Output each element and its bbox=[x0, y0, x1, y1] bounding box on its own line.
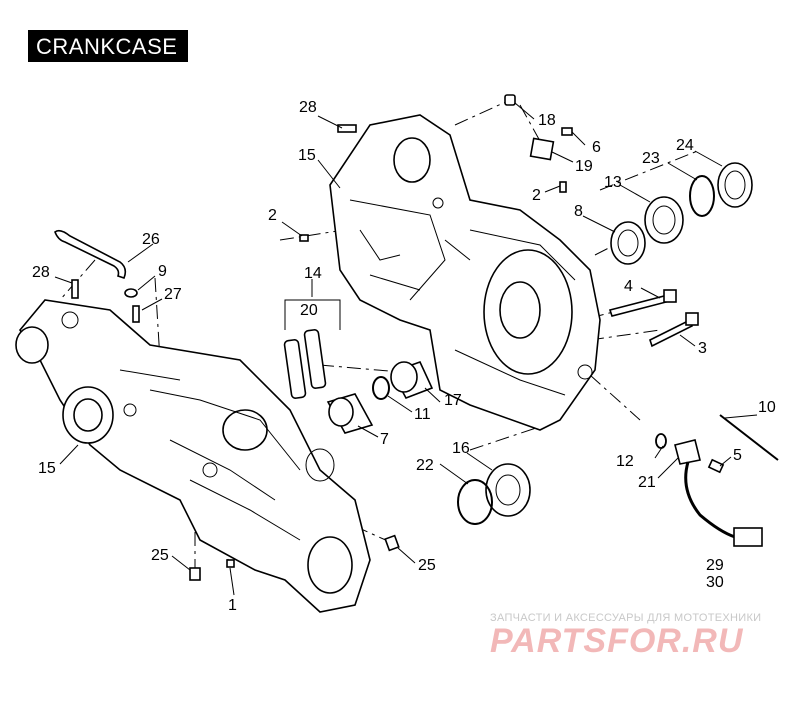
callout-15-left: 15 bbox=[38, 460, 56, 477]
callout-2: 2 bbox=[268, 207, 277, 224]
leader-lines bbox=[54, 102, 758, 596]
fitting-27 bbox=[132, 305, 140, 323]
callout-labels: 28 15 2 18 6 19 2 8 13 23 24 4 3 10 12 5… bbox=[32, 99, 776, 614]
callout-7: 7 bbox=[380, 431, 389, 448]
screw-6 bbox=[561, 127, 573, 136]
callout-2b: 2 bbox=[532, 187, 541, 204]
callout-11: 11 bbox=[414, 406, 431, 423]
callout-3: 3 bbox=[698, 340, 707, 357]
plug-25-right bbox=[384, 534, 400, 552]
callout-19: 19 bbox=[575, 158, 593, 175]
bolt-3 bbox=[649, 318, 693, 348]
callout-4: 4 bbox=[624, 278, 633, 295]
connector-29 bbox=[733, 527, 763, 547]
plate-b bbox=[303, 329, 327, 389]
callout-16: 16 bbox=[452, 440, 470, 457]
callout-21: 21 bbox=[638, 474, 656, 491]
bolt-4 bbox=[608, 294, 672, 317]
right-crankcase-half bbox=[329, 114, 601, 431]
screw-5 bbox=[707, 458, 725, 474]
callout-29: 29 bbox=[706, 557, 724, 574]
callout-15: 15 bbox=[298, 147, 316, 164]
page-title: CRANKCASE bbox=[36, 34, 178, 59]
fitting-right bbox=[337, 124, 357, 133]
callout-6: 6 bbox=[592, 139, 601, 156]
plate-a bbox=[283, 339, 307, 399]
callout-8: 8 bbox=[574, 203, 583, 220]
dowel-right bbox=[559, 181, 567, 193]
breather-hose bbox=[54, 229, 127, 279]
callout-9: 9 bbox=[158, 263, 167, 280]
callout-20: 20 bbox=[300, 302, 318, 319]
watermark-logo: PARTSFOR.RU bbox=[490, 622, 744, 660]
callout-27: 27 bbox=[164, 286, 182, 303]
dowel-1 bbox=[226, 559, 235, 568]
callout-22: 22 bbox=[416, 457, 434, 474]
bearing-13 bbox=[644, 196, 684, 244]
dowel-left bbox=[299, 234, 309, 242]
callout-28-left: 28 bbox=[32, 264, 50, 281]
seal-8 bbox=[610, 221, 646, 265]
callout-30: 30 bbox=[706, 574, 724, 591]
callout-26: 26 bbox=[142, 231, 160, 248]
callout-17: 17 bbox=[444, 392, 462, 409]
callout-25-left: 25 bbox=[151, 547, 169, 564]
callout-25-right: 25 bbox=[418, 557, 436, 574]
race-24 bbox=[717, 162, 753, 208]
callout-10: 10 bbox=[758, 399, 776, 416]
callout-14: 14 bbox=[304, 265, 322, 282]
title-banner: CRANKCASE bbox=[28, 30, 188, 62]
callout-24: 24 bbox=[676, 137, 694, 154]
callout-13: 13 bbox=[604, 174, 622, 191]
watermark-tagline: ЗАПЧАСТИ И АКСЕССУАРЫ ДЛЯ МОТОТЕХНИКИ bbox=[490, 612, 762, 624]
callout-28: 28 bbox=[299, 99, 317, 116]
bearing-16 bbox=[485, 463, 531, 517]
plug-18 bbox=[504, 94, 516, 106]
plug-25-left bbox=[189, 567, 201, 581]
fitting-left bbox=[71, 279, 79, 299]
small-parts bbox=[54, 94, 779, 581]
callout-5: 5 bbox=[733, 447, 742, 464]
callout-1: 1 bbox=[228, 597, 237, 614]
left-crankcase-half bbox=[15, 299, 371, 613]
callout-23: 23 bbox=[642, 150, 660, 167]
cover-19 bbox=[529, 137, 555, 161]
hose-clamp bbox=[124, 288, 138, 298]
sensor-21 bbox=[674, 439, 701, 465]
callout-18: 18 bbox=[538, 112, 556, 129]
callout-12: 12 bbox=[616, 453, 634, 470]
